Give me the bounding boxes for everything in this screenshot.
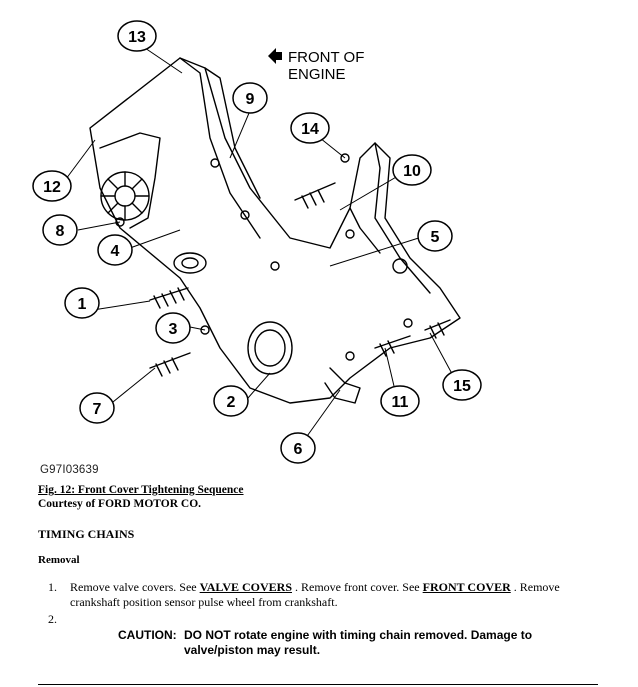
- callout-9: 9: [232, 82, 268, 114]
- step-1-text: Remove valve covers. See VALVE COVERS . …: [70, 580, 608, 610]
- callout-13: 13: [117, 20, 157, 52]
- front-arrow-icon: [268, 48, 282, 64]
- callout-15: 15: [442, 369, 482, 401]
- callout-6: 6: [280, 432, 316, 464]
- step-1-number: 1.: [48, 580, 57, 594]
- svg-text:4: 4: [111, 243, 120, 260]
- callout-5: 5: [417, 220, 453, 252]
- callout-12: 12: [32, 170, 72, 202]
- page-divider: [38, 684, 598, 685]
- front-label-line2: ENGINE: [288, 66, 346, 83]
- caution-label: CAUTION:: [118, 628, 177, 642]
- svg-text:3: 3: [169, 321, 178, 338]
- step-1-text-a: Remove valve covers. See: [70, 580, 200, 594]
- svg-text:15: 15: [453, 378, 471, 395]
- svg-text:14: 14: [301, 121, 319, 138]
- valve-covers-link[interactable]: VALVE COVERS: [199, 580, 292, 594]
- figure-code: G97I03639: [40, 464, 99, 476]
- callout-11: 11: [380, 385, 420, 417]
- caution-note: CAUTION: DO NOT rotate engine with timing…: [118, 628, 588, 658]
- callout-10: 10: [392, 154, 432, 186]
- svg-text:2: 2: [227, 394, 236, 411]
- step-2-number: 2.: [48, 612, 57, 626]
- callout-8: 8: [42, 214, 78, 246]
- callout-1: 1: [64, 287, 100, 319]
- caution-line1: DO NOT rotate engine with timing chain r…: [184, 628, 533, 642]
- front-label-line1: FRONT OF: [288, 49, 364, 66]
- callout-4: 4: [97, 234, 133, 266]
- svg-text:11: 11: [392, 394, 409, 411]
- front-cover-link[interactable]: FRONT COVER: [422, 580, 511, 594]
- figure-caption-title: Fig. 12: Front Cover Tightening Sequence: [38, 484, 244, 496]
- step-1-text-c: . Remove crankshaft position sensor puls…: [70, 580, 560, 609]
- figure-caption-courtesy: Courtesy of FORD MOTOR CO.: [38, 498, 202, 510]
- svg-text:7: 7: [93, 401, 102, 418]
- svg-text:5: 5: [431, 229, 440, 246]
- svg-text:12: 12: [43, 179, 61, 196]
- step-1: 1. Remove valve covers. See VALVE COVERS…: [48, 580, 608, 610]
- front-of-engine-label: FRONT OF ENGINE: [268, 48, 364, 83]
- step-1-text-b: . Remove front cover. See: [292, 580, 423, 594]
- callout-3: 3: [155, 312, 191, 344]
- svg-text:10: 10: [403, 163, 421, 180]
- callout-7: 7: [79, 392, 115, 424]
- diagram-svg: FRONT OF ENGINE 1 2 3 4 5 6 7 8 9 10 11 …: [32, 20, 482, 464]
- callout-2: 2: [213, 385, 249, 417]
- callout-14: 14: [290, 112, 330, 144]
- svg-text:1: 1: [78, 296, 87, 313]
- section-title: TIMING CHAINS: [38, 527, 135, 541]
- section-subtitle: Removal: [38, 554, 80, 566]
- svg-text:9: 9: [246, 91, 255, 108]
- front-cover-diagram: FRONT OF ENGINE 1 2 3 4 5 6 7 8 9 10 11 …: [30, 18, 590, 488]
- svg-text:8: 8: [56, 223, 65, 240]
- svg-text:6: 6: [294, 441, 303, 458]
- caution-line2: valve/piston may result.: [184, 643, 321, 657]
- svg-text:13: 13: [128, 29, 146, 46]
